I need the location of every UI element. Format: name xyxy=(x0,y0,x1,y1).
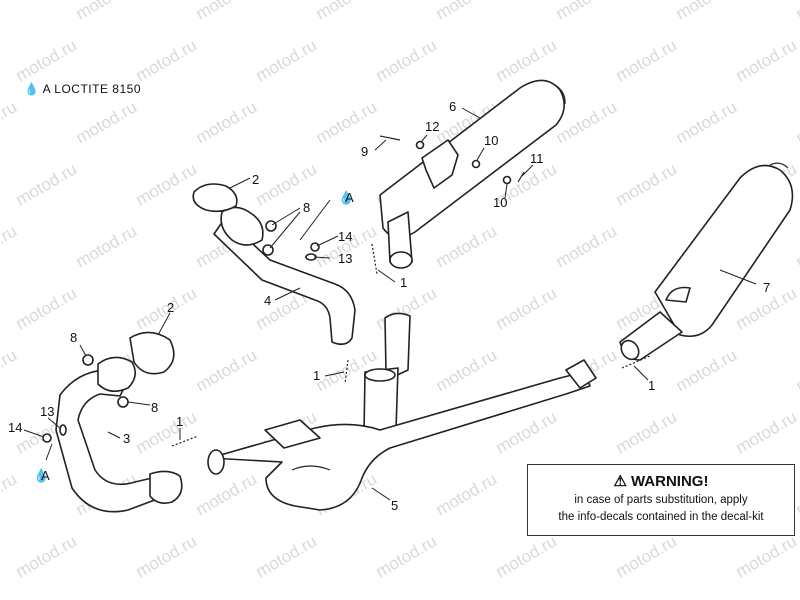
watermark-text: motod.ru xyxy=(493,407,561,457)
watermark-text: motod.ru xyxy=(193,345,261,395)
watermark-text: motod.ru xyxy=(553,221,621,271)
label-loctite-a-upper: A xyxy=(345,190,354,205)
leader-lines xyxy=(23,107,757,501)
part-6-upper-muffler xyxy=(379,79,566,269)
watermark-text: motod.ru xyxy=(0,0,20,23)
watermark-text: motod.ru xyxy=(73,0,141,23)
warning-box: ⚠WARNING! in case of parts substitution,… xyxy=(527,464,795,536)
watermark-text: motod.ru xyxy=(133,159,201,209)
watermark-text: motod.ru xyxy=(793,345,800,395)
warning-line-2: the info-decals contained in the decal-k… xyxy=(558,511,764,523)
watermark-text: motod.ru xyxy=(673,97,741,147)
label-part-1-upper: 1 xyxy=(400,275,407,290)
legend-text: A LOCTITE 8150 xyxy=(42,82,142,96)
watermark-text: motod.ru xyxy=(313,97,381,147)
label-part-2-upper: 2 xyxy=(252,172,259,187)
watermark-text: motod.ru xyxy=(373,531,441,581)
watermark-text: motod.ru xyxy=(433,221,501,271)
watermark-text: motod.ru xyxy=(133,35,201,85)
watermark-text: motod.ru xyxy=(793,0,800,23)
watermark-text: motod.ru xyxy=(373,35,441,85)
hardware xyxy=(42,135,525,443)
watermark-text: motod.ru xyxy=(0,345,20,395)
watermark-text: motod.ru xyxy=(133,407,201,457)
watermark-text: motod.ru xyxy=(613,531,681,581)
label-part-1-right: 1 xyxy=(648,378,655,393)
watermark-text: motod.ru xyxy=(253,35,321,85)
loctite-legend: 💧 A LOCTITE 8150 xyxy=(24,82,141,96)
watermark-text: motod.ru xyxy=(613,35,681,85)
watermark-text: motod.ru xyxy=(433,345,501,395)
loctite-marker-upper-drop: 💧 xyxy=(338,190,354,205)
label-part-5: 5 xyxy=(391,498,398,513)
label-part-4: 4 xyxy=(264,293,271,308)
label-part-11: 11 xyxy=(530,151,544,166)
watermark-text: motod.ru xyxy=(73,97,141,147)
watermark-text: motod.ru xyxy=(73,221,141,271)
label-part-10-upper: 10 xyxy=(484,133,498,148)
label-part-7: 7 xyxy=(763,280,770,295)
part-3-lower-header xyxy=(55,331,183,513)
part-4-upper-header xyxy=(192,183,356,346)
watermark-text: motod.ru xyxy=(493,35,561,85)
watermark-text: motod.ru xyxy=(493,531,561,581)
label-part-2-lower: 2 xyxy=(167,300,174,315)
watermark-text: motod.ru xyxy=(733,531,800,581)
loctite-marker-lower-drop: 💧 xyxy=(33,468,49,483)
watermark-text: motod.ru xyxy=(553,0,621,23)
watermark-text: motod.ru xyxy=(13,283,81,333)
label-part-8-lower-b: 8 xyxy=(151,400,158,415)
watermark-text: motod.ru xyxy=(193,0,261,23)
part-5-collector-pipe xyxy=(207,312,597,511)
watermark-text: motod.ru xyxy=(433,0,501,23)
watermark-text: motod.ru xyxy=(613,407,681,457)
watermark-text: motod.ru xyxy=(13,531,81,581)
springs xyxy=(171,243,651,447)
part-labels: 2 8 14 13 💧 A 4 1 6 9 12 10 10 11 7 1 2 … xyxy=(8,99,770,513)
label-part-8-lower-a: 8 xyxy=(70,330,77,345)
label-part-13-lower: 13 xyxy=(40,404,54,419)
warning-line-1: in case of parts substitution, apply xyxy=(574,494,748,506)
watermark-text: motod.ru xyxy=(673,0,741,23)
watermark-text: motod.ru xyxy=(0,469,20,519)
label-part-8-upper: 8 xyxy=(303,200,310,215)
label-part-14-upper: 14 xyxy=(338,229,352,244)
watermark-text: motod.ru xyxy=(0,97,20,147)
label-part-1-middle: 1 xyxy=(313,368,320,383)
watermark-text: motod.ru xyxy=(793,221,800,271)
warning-title: WARNING! xyxy=(630,473,709,490)
watermark-text: motod.ru xyxy=(433,469,501,519)
watermark-text: motod.ru xyxy=(613,159,681,209)
watermark-text: motod.ru xyxy=(493,283,561,333)
watermark-text: motod.ru xyxy=(733,35,800,85)
label-loctite-a-lower: A xyxy=(41,468,50,483)
label-part-10-lower: 10 xyxy=(493,195,507,210)
watermark-text: motod.ru xyxy=(133,531,201,581)
watermark-text: motod.ru xyxy=(0,221,20,271)
watermark-text: motod.ru xyxy=(253,531,321,581)
drop-icon: 💧 xyxy=(24,82,40,96)
label-part-13-upper: 13 xyxy=(338,251,352,266)
warning-header: ⚠WARNING! xyxy=(528,472,794,490)
label-part-14-lower: 14 xyxy=(8,420,22,435)
label-part-12: 12 xyxy=(425,119,439,134)
watermark-text: motod.ru xyxy=(13,159,81,209)
watermark-text: motod.ru xyxy=(793,97,800,147)
watermark-text: motod.ru xyxy=(193,97,261,147)
label-part-3: 3 xyxy=(123,431,130,446)
watermark-text: motod.ru xyxy=(673,345,741,395)
watermark-text: motod.ru xyxy=(193,469,261,519)
part-7-right-muffler xyxy=(619,162,794,361)
watermark-text: motod.ru xyxy=(733,407,800,457)
watermark-text: motod.ru xyxy=(313,0,381,23)
label-part-1-lower: 1 xyxy=(176,414,183,429)
watermark-text: motod.ru xyxy=(13,35,81,85)
label-part-9: 9 xyxy=(361,144,368,159)
warning-triangle-icon: ⚠ xyxy=(613,473,627,490)
label-part-6: 6 xyxy=(449,99,456,114)
